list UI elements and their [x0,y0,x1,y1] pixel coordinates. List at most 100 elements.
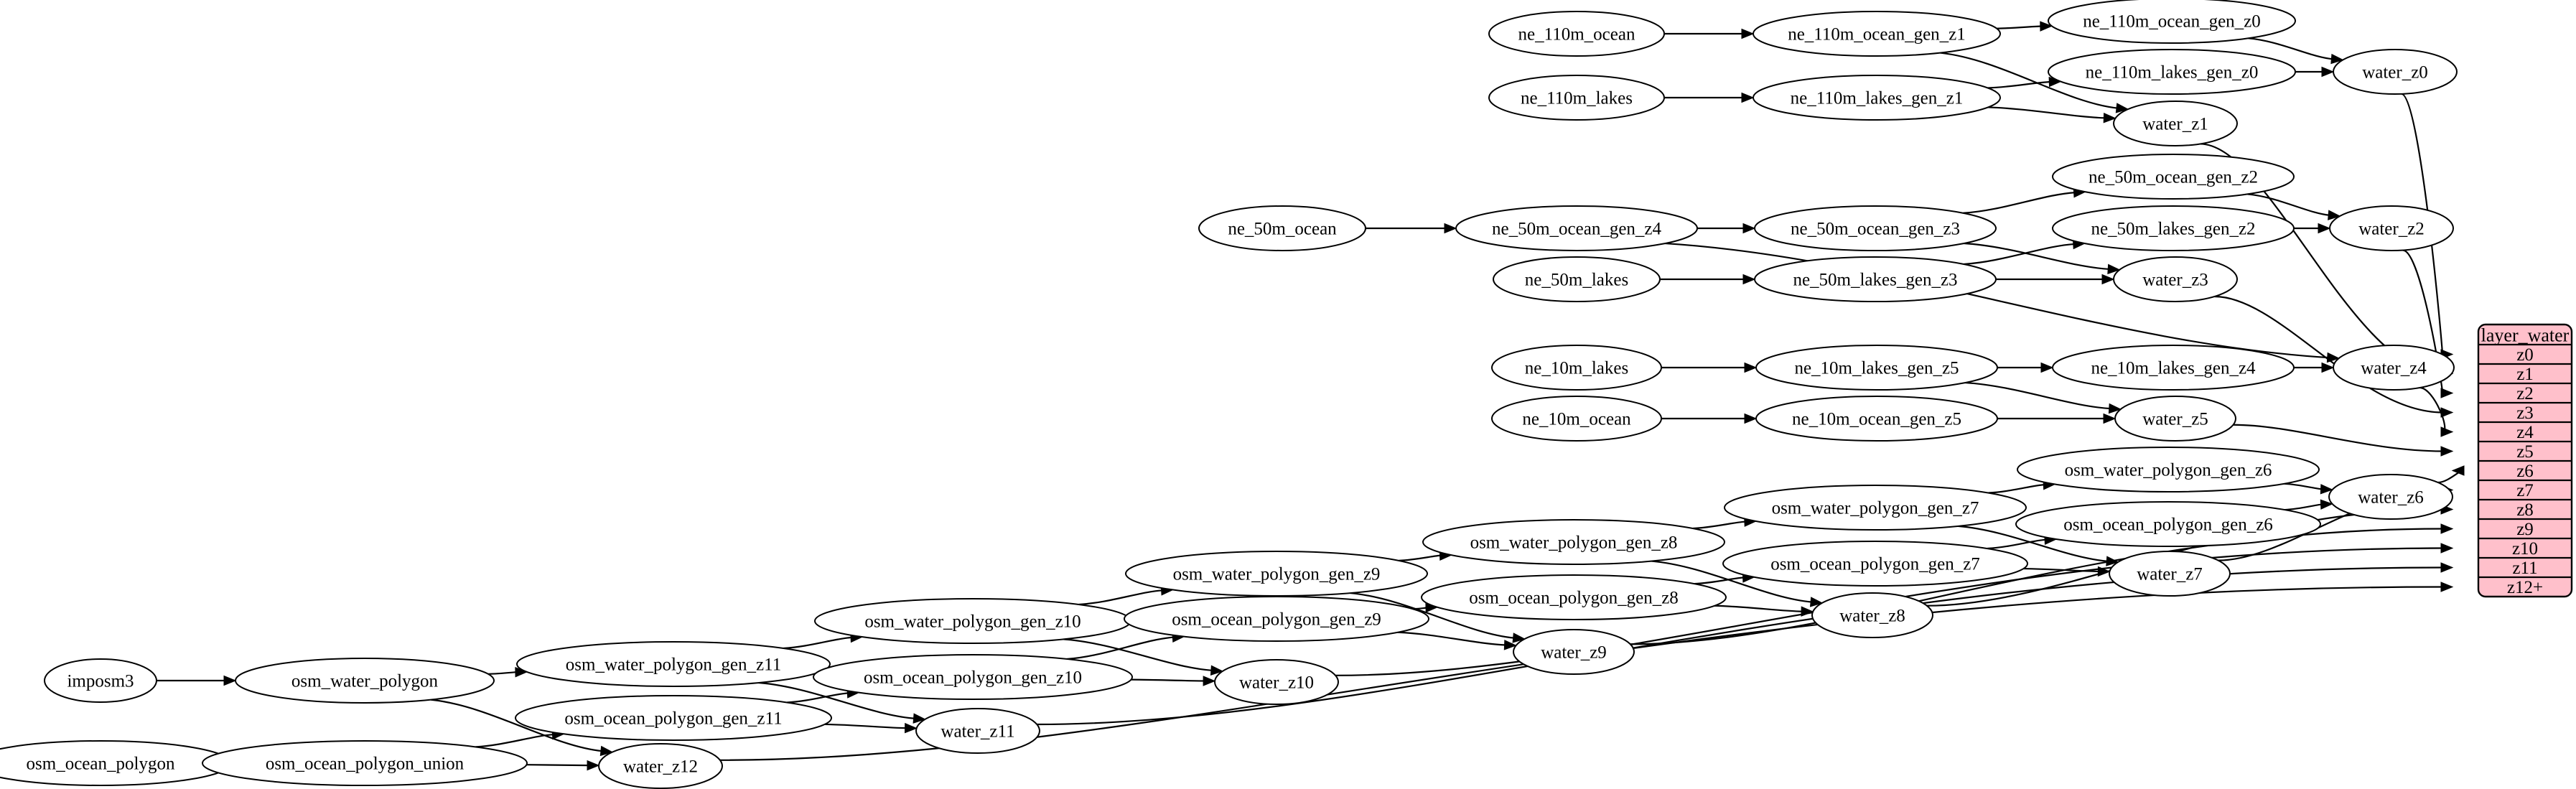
graph-node-osm_water_polygon_gen_z10[interactable]: osm_water_polygon_gen_z10 [814,598,1131,644]
node-shape [1422,519,1725,565]
node-shape [598,743,723,789]
node-shape [1491,396,1662,442]
graph-node-osm_ocean_polygon[interactable]: osm_ocean_polygon [0,740,232,786]
graph-node-ne_50m_ocean[interactable]: ne_50m_ocean [1198,205,1366,251]
graph-node-ne_10m_ocean_gen_z5[interactable]: ne_10m_ocean_gen_z5 [1755,396,1998,442]
edge-arrowhead [913,713,926,724]
graph-node-ne_50m_ocean_gen_z2[interactable]: ne_50m_ocean_gen_z2 [2052,154,2295,200]
graph-node-osm_ocean_polygon_gen_z6[interactable]: osm_ocean_polygon_gen_z6 [2015,501,2321,547]
graph-node-osm_water_polygon[interactable]: osm_water_polygon [235,658,495,704]
edge-arrowhead [1741,92,1755,103]
graph-node-ne_10m_lakes_gen_z5[interactable]: ne_10m_lakes_gen_z5 [1755,345,1998,391]
edge-ne_110m_ocean_gen_z1-to-ne_110m_ocean_gen_z0 [1997,25,2042,29]
edge-arrowhead [1744,413,1758,424]
graph-node-water_z9[interactable]: water_z9 [1513,629,1635,675]
edge-ne_110m_lakes_gen_z1-to-water_z1 [1988,106,2106,119]
node-shape [2333,345,2455,391]
graph-node-imposm3[interactable]: imposm3 [44,658,157,703]
edge-osm_water_polygon_gen_z11-to-osm_water_polygon_gen_z10 [783,636,853,650]
graph-node-osm_ocean_polygon_union[interactable]: osm_ocean_polygon_union [202,740,528,786]
graph-node-osm_water_polygon_gen_z6[interactable]: osm_water_polygon_gen_z6 [2017,447,2320,492]
edge-ne_50m_lakes_gen_z3-to-ne_50m_lakes_gen_z2 [1964,243,2075,266]
graph-node-osm_water_polygon_gen_z7[interactable]: osm_water_polygon_gen_z7 [1724,485,2027,531]
edge-ne_110m_lakes_gen_z1-to-ne_110m_lakes_gen_z0 [1987,80,2051,89]
edge-arrowhead [2108,403,2122,414]
node-shape [202,740,528,786]
graph-node-water_z1[interactable]: water_z1 [2113,101,2238,146]
graph-node-water_z6[interactable]: water_z6 [2328,474,2453,520]
graph-node-ne_110m_lakes_gen_z1[interactable]: ne_110m_lakes_gen_z1 [1753,75,2001,121]
edge-ne_50m_ocean_gen_z4-to-water_z4 [1665,242,2329,359]
edge-osm_water_polygon_gen_z9-to-water_z9 [1350,592,1515,639]
edge-arrowhead [2440,543,2454,554]
edge-arrowhead [223,675,237,686]
node-shape [2329,205,2454,251]
graph-node-ne_10m_lakes_gen_z4[interactable]: ne_10m_lakes_gen_z4 [2052,345,2295,391]
graph-node-osm_ocean_polygon_gen_z8[interactable]: osm_ocean_polygon_gen_z8 [1421,574,1727,620]
edge-arrowhead [2451,465,2465,476]
graph-node-osm_ocean_polygon_gen_z11[interactable]: osm_ocean_polygon_gen_z11 [515,695,832,741]
edge-arrowhead [2321,66,2335,78]
node-shape [1811,592,1933,638]
node-shape [1753,75,2001,121]
node-shape [2333,49,2458,95]
graph-node-water_z10[interactable]: water_z10 [1214,659,1339,705]
graph-node-ne_110m_ocean_gen_z1[interactable]: ne_110m_ocean_gen_z1 [1753,11,2001,57]
node-shape [2114,396,2236,442]
edge-osm_water_polygon-to-water_z12 [431,699,603,752]
node-shape [1455,205,1698,251]
graph-node-ne_50m_lakes[interactable]: ne_50m_lakes [1493,256,1661,302]
edge-water_z5-to-layer_water-z5 [2233,424,2443,452]
edge-ne_110m_ocean_gen_z0-to-water_z0 [2248,37,2333,60]
graph-node-water_z12[interactable]: water_z12 [598,743,723,789]
edge-osm_water_polygon_gen_z11-to-water_z11 [758,681,915,719]
graph-node-water_z5[interactable]: water_z5 [2114,396,2236,442]
edge-ne_110m_ocean_gen_z1-to-water_z1 [1940,52,2119,109]
graph-node-ne_110m_ocean[interactable]: ne_110m_ocean [1488,11,1665,57]
graph-node-ne_10m_lakes[interactable]: ne_10m_lakes [1491,345,1662,391]
graph-node-water_z0[interactable]: water_z0 [2333,49,2458,95]
graph-node-osm_ocean_polygon_gen_z9[interactable]: osm_ocean_polygon_gen_z9 [1124,596,1429,642]
graph-node-osm_ocean_polygon_gen_z10[interactable]: osm_ocean_polygon_gen_z10 [813,654,1133,700]
edge-arrowhead [2440,582,2454,592]
graph-node-ne_50m_ocean_gen_z4[interactable]: ne_50m_ocean_gen_z4 [1455,205,1698,251]
edge-arrowhead [2440,446,2454,457]
edge-arrowhead [2440,562,2454,573]
edge-arrowhead [2107,263,2121,275]
graph-node-osm_ocean_polygon_gen_z7[interactable]: osm_ocean_polygon_gen_z7 [1722,541,2028,587]
edge-arrowhead [1742,274,1756,285]
graph-node-water_z7[interactable]: water_z7 [2109,551,2231,597]
node-shape [2328,474,2453,520]
edge-arrowhead [2103,413,2117,424]
graph-node-ne_50m_ocean_gen_z3[interactable]: ne_50m_ocean_gen_z3 [1754,205,1997,251]
graph-node-osm_water_polygon_gen_z8[interactable]: osm_water_polygon_gen_z8 [1422,519,1725,565]
edge-water_z3-to-layer_water-z3 [2214,295,2443,414]
graph-node-osm_water_polygon_gen_z11[interactable]: osm_water_polygon_gen_z11 [516,641,831,687]
node-shape [1754,205,1997,251]
edge-arrowhead [2320,484,2333,495]
edge-arrowhead [2103,113,2117,123]
edge-arrowhead [2115,103,2129,113]
graph-node-osm_water_polygon_gen_z9[interactable]: osm_water_polygon_gen_z9 [1125,551,1428,597]
node-shape [2113,101,2238,146]
graph-node-ne_110m_lakes[interactable]: ne_110m_lakes [1488,75,1665,121]
node-shape [1491,345,1662,391]
graph-node-ne_110m_lakes_gen_z0[interactable]: ne_110m_lakes_gen_z0 [2048,49,2296,95]
graph-node-water_z3[interactable]: water_z3 [2113,256,2238,302]
graph-node-water_z8[interactable]: water_z8 [1811,592,1933,638]
graph-node-ne_110m_ocean_gen_z0[interactable]: ne_110m_ocean_gen_z0 [2048,0,2296,44]
graph-node-ne_10m_ocean[interactable]: ne_10m_ocean [1491,396,1662,442]
edge-osm_ocean_polygon_gen_z8-to-osm_ocean_polygon_gen_z7 [1694,576,1745,585]
node-shape [1755,396,1998,442]
edge-osm_ocean_polygon_union-to-osm_ocean_polygon_gen_z11 [475,733,554,748]
node-shape [515,695,832,741]
node-shape [1513,629,1635,675]
graph-node-water_z2[interactable]: water_z2 [2329,205,2454,251]
edge-osm_water_polygon_gen_z8-to-water_z8 [1651,560,1813,603]
graph-node-ne_50m_lakes_gen_z2[interactable]: ne_50m_lakes_gen_z2 [2052,205,2295,251]
graph-node-water_z4[interactable]: water_z4 [2333,345,2455,391]
edge-osm_ocean_polygon_gen_z10-to-osm_ocean_polygon_gen_z9 [1066,636,1175,660]
node-shape [2017,447,2320,492]
graph-node-ne_50m_lakes_gen_z3[interactable]: ne_50m_lakes_gen_z3 [1754,256,1997,302]
graph-node-water_z11[interactable]: water_z11 [915,708,1040,754]
